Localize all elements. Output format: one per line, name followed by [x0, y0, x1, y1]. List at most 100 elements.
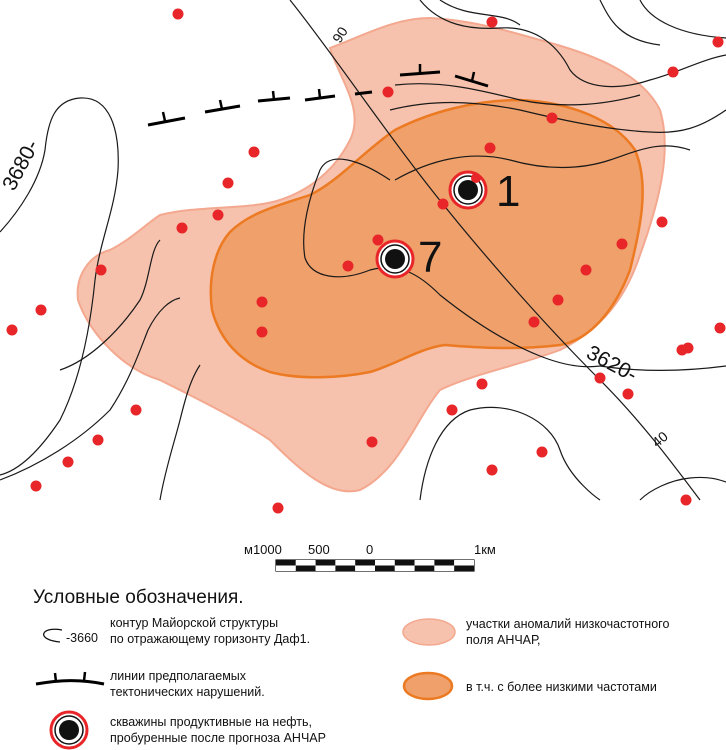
scale-segment [454, 560, 474, 566]
scale-segment [434, 565, 455, 571]
well-label-7: 7 [418, 233, 442, 282]
legend-contour-desc-1: контур Майорской структуры [110, 616, 278, 630]
well-dot [484, 142, 496, 154]
scale-segment [335, 560, 356, 566]
scale-label-m1000: м1000 [244, 542, 282, 557]
scale-segment [295, 565, 316, 571]
legend-well-desc-2: пробуренные после прогноза АНЧАР [110, 731, 326, 745]
scale-segment [276, 565, 296, 571]
legend-anomaly-desc-1: участки аномалий низкочастотного [466, 617, 669, 631]
contour-label-90: 90 [329, 24, 351, 46]
well-dot [35, 304, 47, 316]
well-dot [594, 372, 606, 384]
well-dot [616, 238, 628, 250]
well-dot [680, 494, 692, 506]
scale-segment [414, 560, 435, 566]
scale-segment [295, 560, 316, 566]
well-dot [212, 209, 224, 221]
scale-label-500: 500 [308, 542, 330, 557]
legend-well-icon [49, 710, 89, 750]
well-dot [6, 324, 18, 336]
well-dot [342, 260, 354, 272]
well-dot [667, 66, 679, 78]
fault-ticks [161, 64, 476, 122]
scale-segment [394, 565, 415, 571]
contour-line [599, 0, 661, 46]
well-dot [676, 344, 688, 356]
well-dot [372, 234, 384, 246]
well-dot [656, 216, 668, 228]
well-dot [366, 436, 378, 448]
well-dot [712, 36, 724, 48]
scale-segment [394, 560, 415, 566]
contour-label-3680: 3680- [0, 136, 44, 194]
contour-line [389, 101, 726, 133]
contour-line [159, 364, 201, 501]
well-label-1: 1 [496, 167, 520, 216]
well-dot [172, 8, 184, 20]
well-dot [437, 198, 449, 210]
well-dots [6, 8, 726, 514]
legend-anomaly-dark-icon [402, 671, 454, 701]
contour-label-3620: 3620- [583, 341, 641, 387]
legend-contour-icon [43, 628, 63, 643]
scale-segment [355, 565, 375, 571]
productive-well-7: 7 [375, 233, 442, 282]
scale-segment [375, 565, 395, 571]
legend-anomaly-low-desc: в т.ч. с более низкими частотами [466, 680, 657, 694]
contour-line [419, 406, 601, 501]
well-dot [256, 326, 268, 338]
legend-fault-desc-2: тектонических нарушений. [110, 685, 265, 699]
well-dot [552, 294, 564, 306]
legend-well-desc-1: скважины продуктивные на нефть, [110, 715, 312, 729]
profile-line [289, 0, 701, 501]
well-dot [256, 296, 268, 308]
well-dot [382, 86, 394, 98]
contour-line [599, 365, 726, 372]
productive-well-1: 1 [448, 167, 520, 216]
legend-contour-value: -3660 [66, 631, 98, 645]
scale-segment [315, 560, 336, 566]
well-dot [446, 404, 458, 416]
well-dot [580, 264, 592, 276]
well-dot [92, 434, 104, 446]
well-dot [30, 480, 42, 492]
well-dot [536, 446, 548, 458]
legend-fault-desc-1: линии предполагаемых [110, 669, 247, 683]
contour-line [0, 297, 181, 481]
contour-line [439, 0, 521, 26]
well-dot [222, 177, 234, 189]
well-dot [486, 464, 498, 476]
well-dot [622, 388, 634, 400]
contour-line [394, 83, 641, 106]
legend-anomaly-desc-2: поля АНЧАР, [466, 633, 540, 647]
contour-line [303, 158, 601, 368]
well-dot [476, 378, 488, 390]
contour-line [394, 145, 691, 181]
scale-segment [414, 565, 435, 571]
legend-fault-icon [35, 679, 105, 686]
contour-line [0, 97, 119, 476]
contour-line [639, 476, 726, 501]
well-dot [272, 502, 284, 514]
well-dot [176, 222, 188, 234]
scale-segment [335, 565, 356, 571]
contour-line [59, 239, 161, 371]
well-dot [62, 456, 74, 468]
scale-segment [375, 560, 395, 566]
well-dot [95, 264, 107, 276]
scale-segment [355, 560, 375, 566]
legend: Условные обозначения. -3660 контур Майор… [33, 587, 669, 750]
well-dot [528, 316, 540, 328]
legend-contour-desc-2: по отражающему горизонту Даф1. [110, 632, 310, 646]
well-dot [486, 16, 498, 28]
contour-line [639, 0, 726, 39]
scale-label-1km: 1км [474, 542, 496, 557]
scale-segment [434, 560, 455, 566]
scale-label-0: 0 [366, 542, 373, 557]
well-dot [546, 112, 558, 124]
legend-title: Условные обозначения. [33, 587, 244, 608]
well-dot [248, 146, 260, 158]
well-dot [130, 404, 142, 416]
